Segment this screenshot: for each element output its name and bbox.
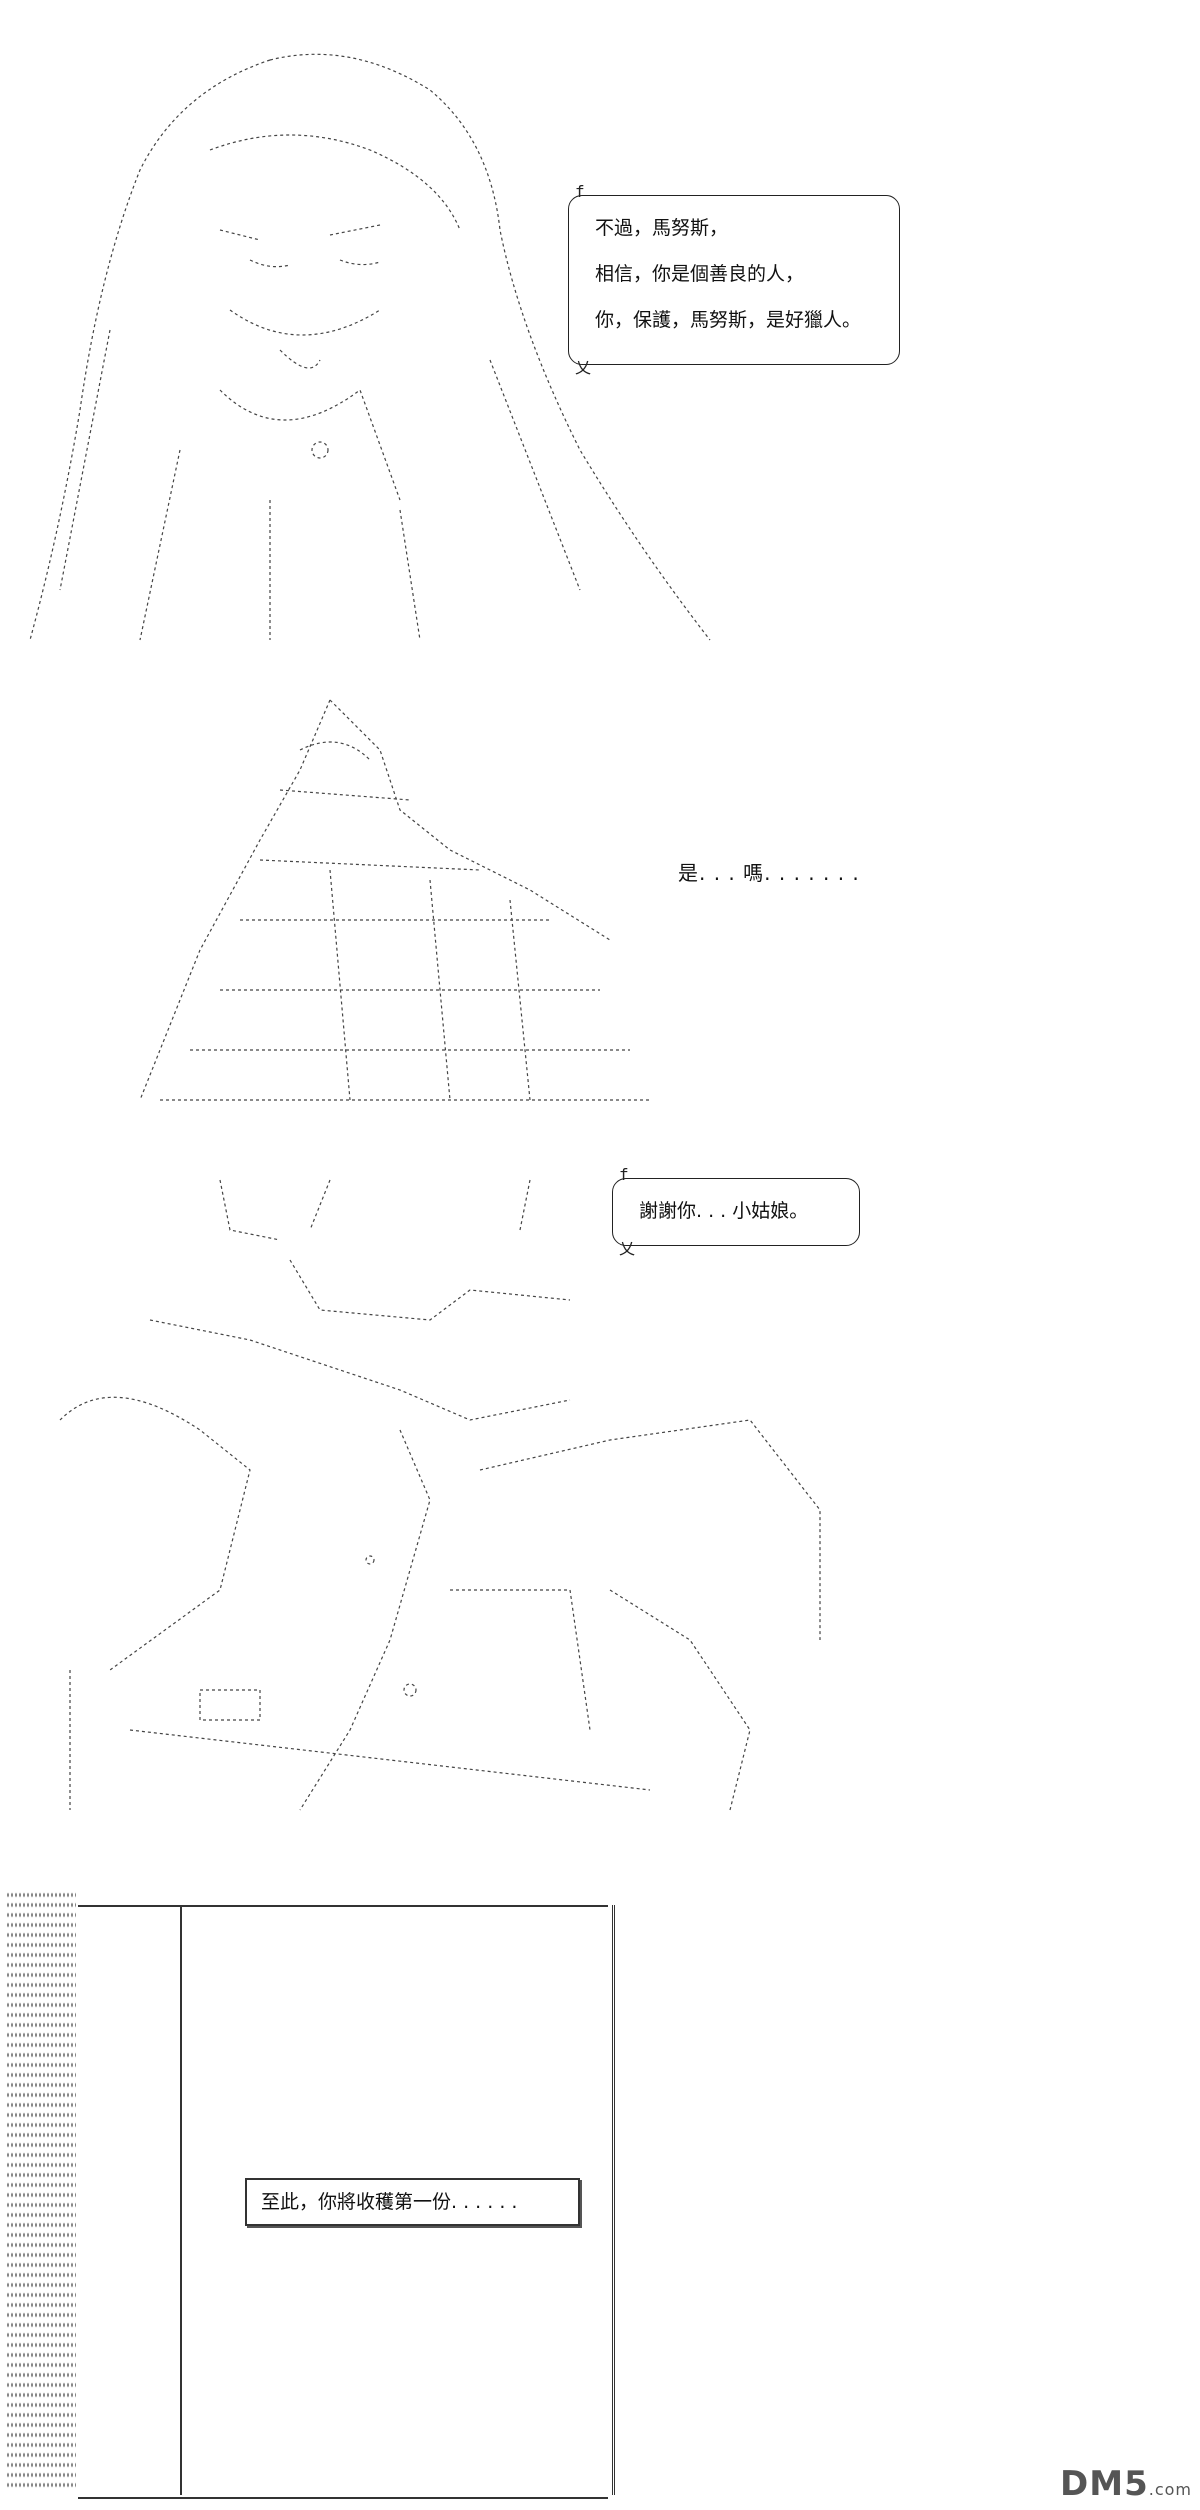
bubble-line: 謝謝你. . . 小姑娘。 <box>639 1200 809 1222</box>
bubble-mark-tail: 乂 <box>619 1239 636 1258</box>
narration-frame-outer <box>78 1905 608 2499</box>
panel-2-text: 是. . . 嗎. . . . . . . <box>678 861 860 885</box>
creature-art-beast <box>50 1170 850 1850</box>
site-watermark-logo: DM5.com <box>1060 2464 1192 2504</box>
dotted-texture <box>6 1890 76 2490</box>
bubble-line-1: 不過，馬努斯， <box>595 217 729 239</box>
speech-bubble-2: f 乂 謝謝你. . . 小姑娘。 <box>612 1165 860 1258</box>
watermark-suffix: .com <box>1148 2480 1192 2499</box>
character-art-girl <box>20 30 720 650</box>
speech-bubble-1: f 乂 不過，馬努斯， 相信，你是個善良的人， 你，保護，馬努斯，是好獵人。 <box>568 182 900 377</box>
watermark-brand: DM5 <box>1060 2464 1149 2504</box>
narration-box: 至此，你將收穫第一份. . . . . . <box>245 2178 580 2226</box>
bubble-mark-f: f <box>575 182 585 201</box>
bubble-mark-tail: 乂 <box>575 358 592 377</box>
bubble-mark-f: f <box>619 1165 629 1184</box>
character-art-hooded <box>130 690 650 1110</box>
bubble-line-2: 相信，你是個善良的人， <box>595 263 805 285</box>
narration-frame-inner <box>180 1905 615 2495</box>
bubble-line-3: 你，保護，馬努斯，是好獵人。 <box>595 309 862 331</box>
